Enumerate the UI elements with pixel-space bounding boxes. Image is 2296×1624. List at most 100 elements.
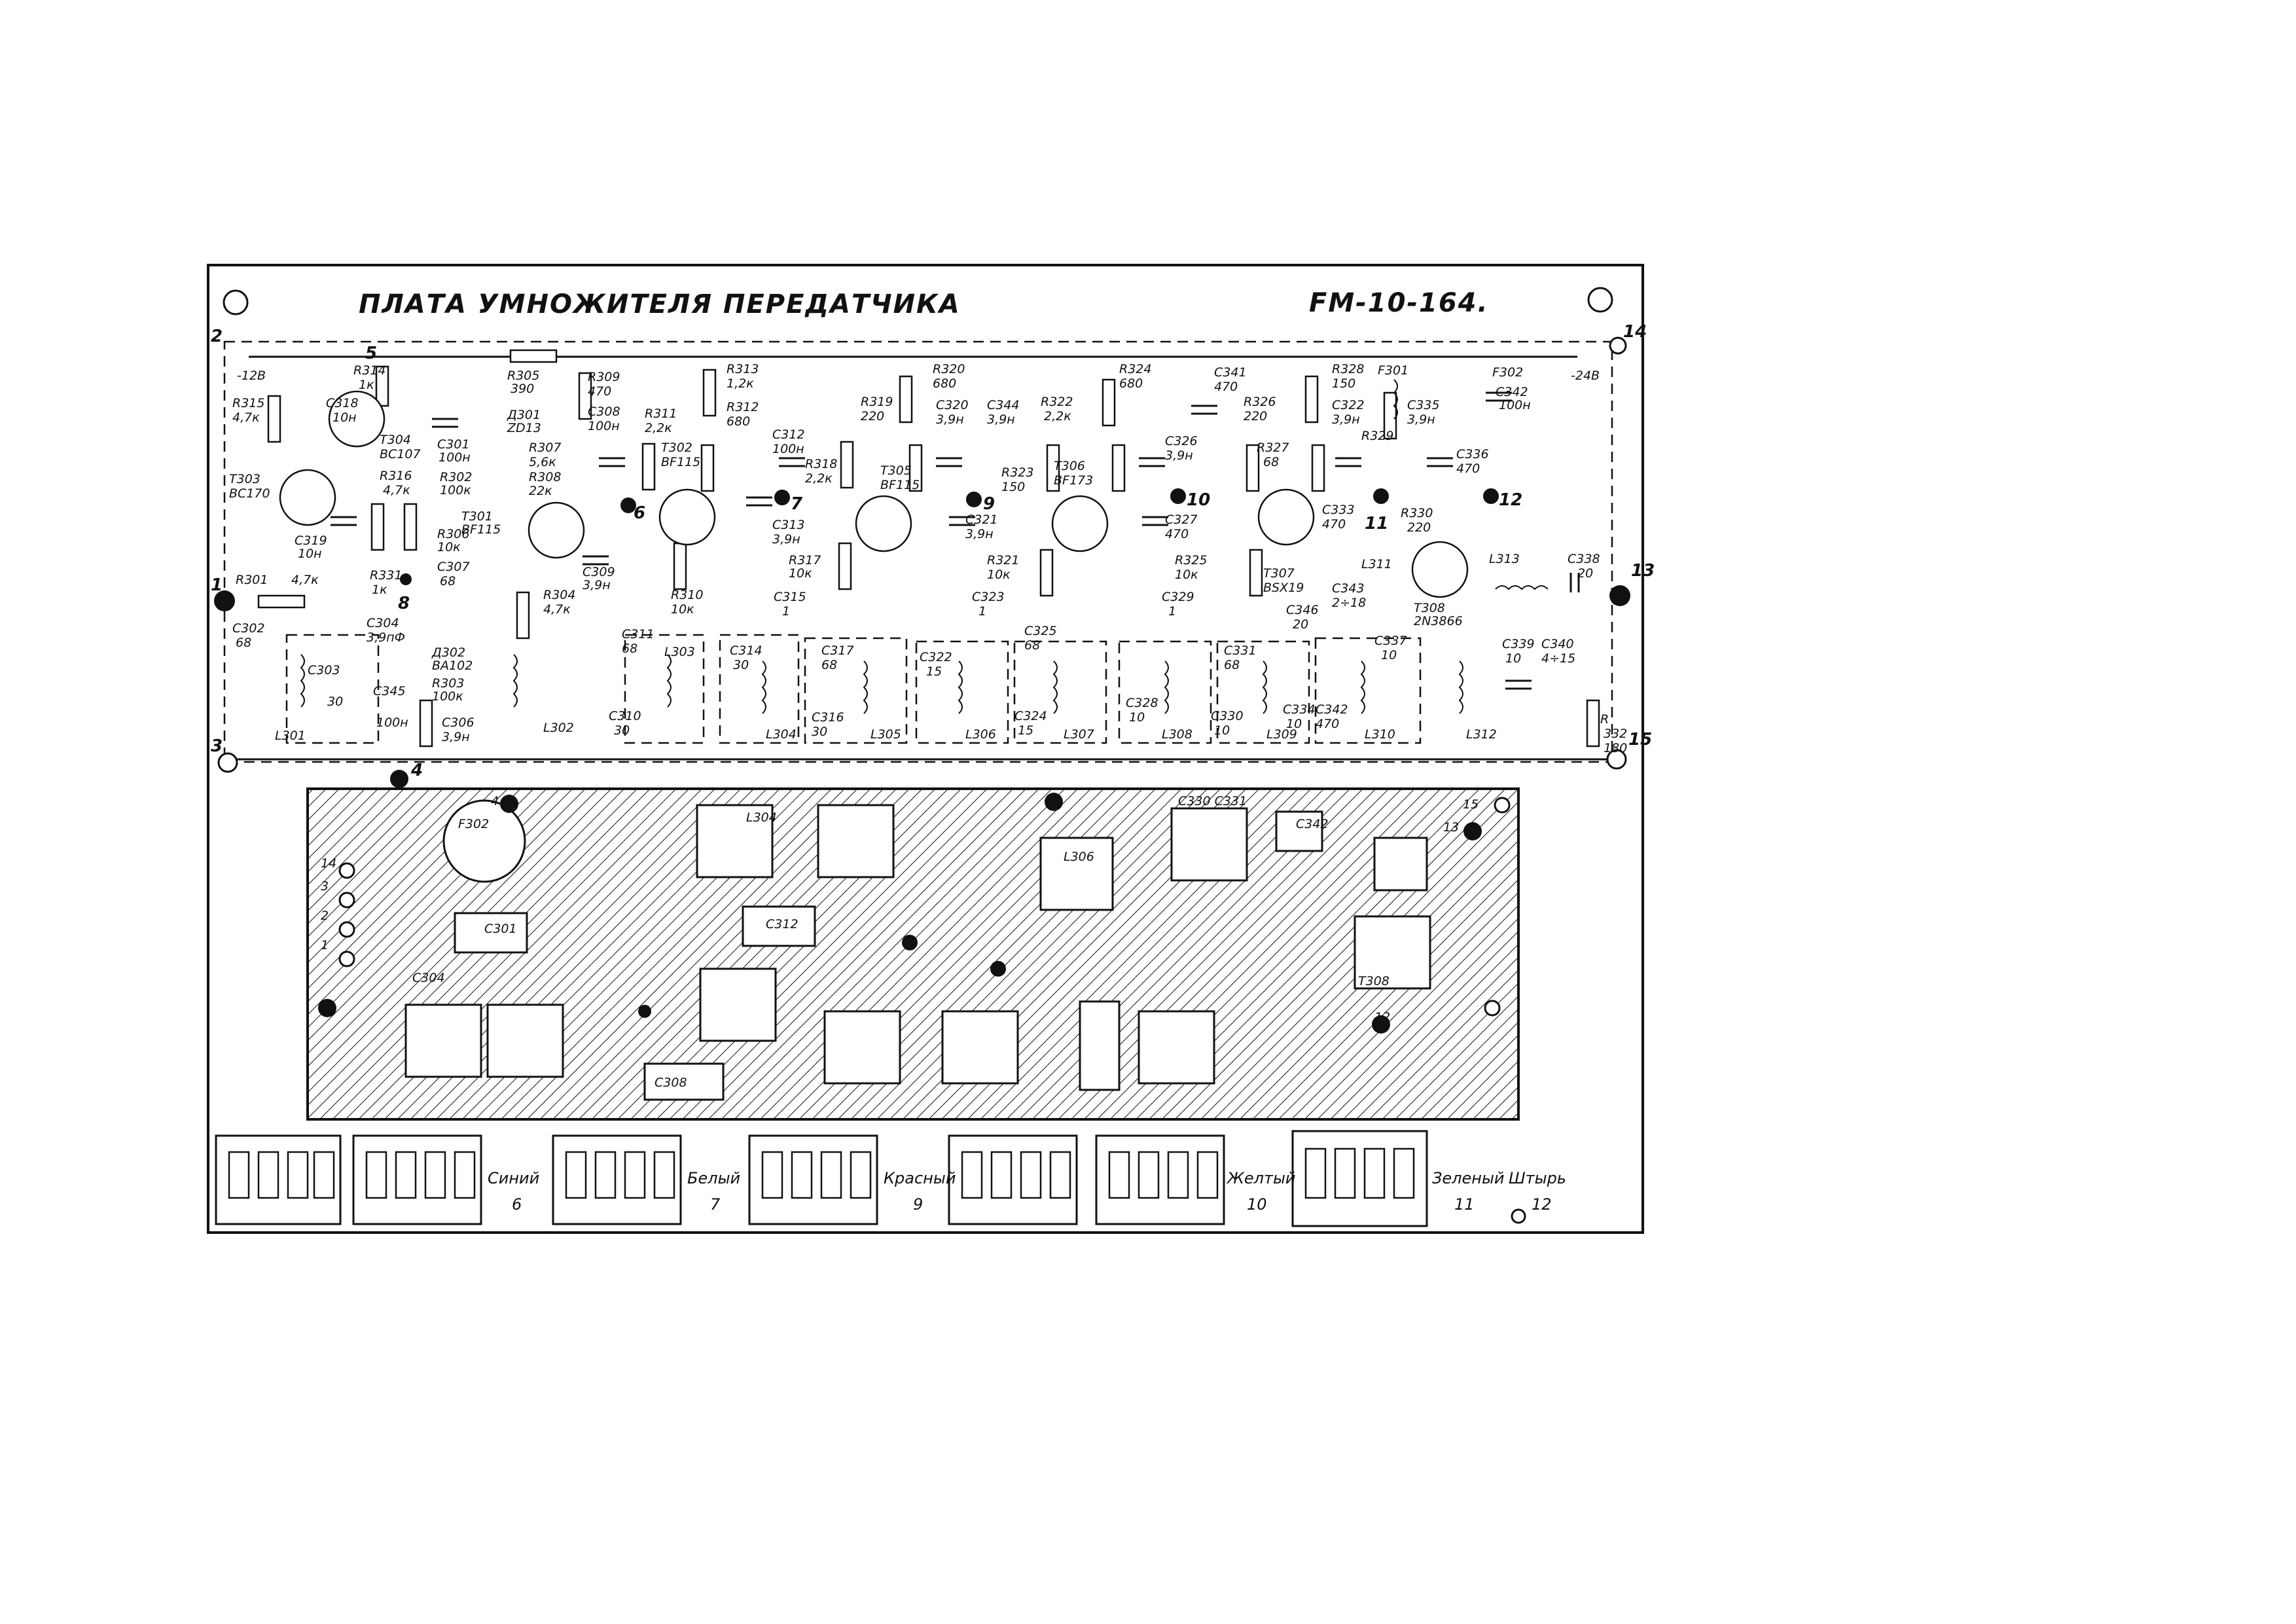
svg-text:2: 2	[211, 327, 223, 346]
svg-text:R303: R303	[432, 676, 464, 691]
svg-text:3,9н: 3,9н	[1165, 448, 1193, 463]
svg-text:3,9н: 3,9н	[987, 412, 1015, 427]
svg-text:220: 220	[1407, 520, 1431, 535]
svg-text:C315: C315	[774, 590, 806, 604]
svg-text:3,9н: 3,9н	[772, 532, 800, 547]
svg-text:L306: L306	[1064, 850, 1094, 864]
svg-text:100н: 100н	[376, 715, 408, 730]
svg-text:3: 3	[321, 879, 329, 893]
svg-text:68: 68	[440, 574, 456, 588]
svg-text:180: 180	[1604, 741, 1627, 755]
svg-text:10: 10	[1505, 651, 1521, 666]
transistor-symbols	[279, 390, 1469, 598]
svg-text:4,7к: 4,7к	[543, 602, 571, 617]
svg-text:C306: C306	[442, 715, 475, 730]
svg-text:390: 390	[511, 382, 534, 396]
svg-text:150: 150	[1001, 480, 1025, 494]
svg-text:C342: C342	[1316, 702, 1348, 717]
svg-text:C328: C328	[1126, 696, 1158, 710]
supply-label-24v: -24В	[1571, 369, 1600, 383]
svg-text:1: 1	[211, 575, 223, 595]
svg-text:R318: R318	[805, 457, 837, 471]
svg-text:68: 68	[622, 641, 637, 656]
svg-text:L308: L308	[1162, 727, 1193, 742]
svg-text:13: 13	[1443, 820, 1459, 835]
svg-text:13: 13	[1631, 561, 1655, 581]
svg-text:L301: L301	[275, 729, 306, 743]
svg-text:4: 4	[410, 761, 423, 780]
svg-text:680: 680	[1119, 376, 1143, 391]
svg-text:3,9н: 3,9н	[936, 412, 964, 427]
svg-text:BC107: BC107	[380, 447, 421, 461]
svg-text:F302: F302	[458, 817, 489, 831]
svg-text:8: 8	[398, 594, 410, 613]
svg-text:68: 68	[1224, 658, 1240, 672]
svg-text:22к: 22к	[529, 484, 552, 498]
svg-text:L304: L304	[746, 810, 777, 825]
svg-text:100н: 100н	[772, 442, 804, 456]
svg-text:C326: C326	[1165, 434, 1198, 448]
svg-text:R304: R304	[543, 588, 575, 602]
board-model: FM-10-164.	[1309, 288, 1489, 318]
svg-text:1: 1	[782, 604, 790, 619]
terminal-numbers: 1 2 3 4 5 6 7 8 9 10 11 12 13 14 15	[211, 322, 1655, 780]
svg-text:C330 C331: C330 C331	[1178, 794, 1247, 808]
wire-pin-label: Штырь	[1509, 1169, 1566, 1187]
svg-text:14: 14	[1623, 322, 1647, 342]
svg-text:C308: C308	[655, 1075, 687, 1090]
svg-text:C330: C330	[1211, 709, 1244, 723]
svg-text:11: 11	[1365, 514, 1388, 533]
svg-text:100н: 100н	[1499, 398, 1531, 412]
svg-text:30: 30	[614, 723, 630, 738]
svg-text:10: 10	[1381, 648, 1397, 662]
svg-text:3,9н: 3,9н	[1332, 412, 1360, 427]
svg-text:C314: C314	[730, 643, 762, 658]
svg-text:C313: C313	[772, 518, 805, 532]
svg-text:R326: R326	[1244, 395, 1276, 409]
svg-text:L310: L310	[1365, 727, 1395, 742]
supply-label-12v: -12В	[237, 369, 266, 383]
svg-text:R330: R330	[1401, 506, 1433, 520]
svg-text:BF115: BF115	[661, 455, 700, 469]
svg-text:10: 10	[1129, 710, 1145, 725]
svg-text:R329: R329	[1361, 429, 1393, 443]
svg-text:9: 9	[983, 494, 995, 514]
svg-text:L305: L305	[870, 727, 901, 742]
svg-text:C346: C346	[1286, 603, 1319, 617]
svg-text:3: 3	[211, 736, 223, 756]
svg-text:C319: C319	[295, 533, 327, 548]
svg-text:10к: 10к	[987, 568, 1011, 582]
wire-color-green: Зеленый	[1432, 1169, 1505, 1187]
schematic-boundary	[223, 340, 1613, 763]
svg-text:3,9н: 3,9н	[965, 527, 994, 541]
svg-text:30: 30	[812, 725, 827, 739]
svg-text:3,9н: 3,9н	[583, 578, 611, 592]
svg-text:5: 5	[365, 344, 377, 363]
svg-text:C325: C325	[1024, 624, 1057, 638]
svg-text:10к: 10к	[671, 602, 694, 617]
svg-text:R302: R302	[440, 470, 472, 484]
wire-num-9: 9	[913, 1195, 923, 1214]
svg-text:BF115: BF115	[880, 478, 920, 492]
svg-text:4,7к: 4,7к	[232, 410, 260, 425]
svg-text:R315: R315	[232, 396, 264, 410]
svg-text:C311: C311	[622, 627, 655, 641]
svg-text:2,2к: 2,2к	[1044, 409, 1071, 424]
svg-text:R320: R320	[933, 362, 965, 376]
svg-text:R327: R327	[1257, 441, 1289, 455]
svg-text:R313: R313	[726, 362, 759, 376]
svg-text:L303: L303	[664, 645, 695, 659]
svg-text:R310: R310	[671, 588, 703, 602]
svg-text:C340: C340	[1541, 637, 1574, 651]
svg-text:L311: L311	[1361, 557, 1392, 571]
svg-text:Д302: Д302	[431, 645, 465, 660]
stage-boxes	[285, 634, 1422, 744]
svg-text:C309: C309	[583, 565, 615, 579]
svg-text:C304: C304	[412, 971, 445, 985]
svg-text:4: 4	[491, 794, 499, 808]
svg-text:C327: C327	[1165, 513, 1198, 527]
svg-text:C307: C307	[437, 560, 470, 574]
svg-text:1,2к: 1,2к	[726, 376, 754, 391]
svg-text:C302: C302	[232, 621, 265, 636]
